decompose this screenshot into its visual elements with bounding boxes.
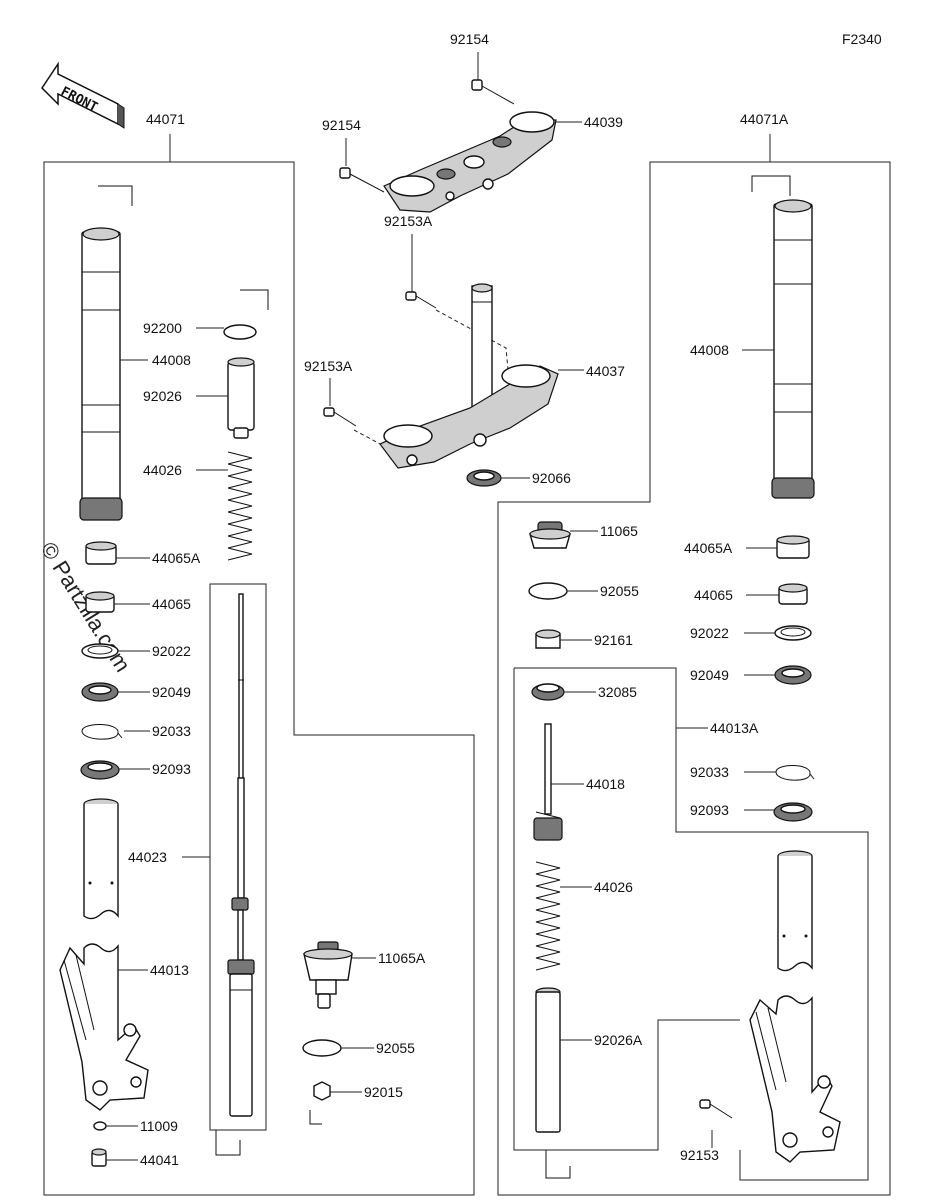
label-44037: 44037 bbox=[586, 363, 625, 379]
label-44071A: 44071A bbox=[740, 111, 789, 127]
seal-92066 bbox=[466, 469, 530, 487]
label-44041: 44041 bbox=[140, 1152, 179, 1168]
washer-92022-right bbox=[744, 625, 812, 641]
gasket-11009 bbox=[93, 1121, 138, 1131]
label-11065: 11065 bbox=[600, 523, 638, 539]
lower-bracket-stem-44037 bbox=[353, 283, 584, 469]
label-92033-right: 92033 bbox=[690, 764, 729, 780]
label-92026A: 92026A bbox=[594, 1032, 643, 1048]
label-92055-right: 92055 bbox=[600, 583, 639, 599]
label-92049-left: 92049 bbox=[152, 684, 191, 700]
label-92022-right: 92022 bbox=[690, 625, 729, 641]
upper-bracket-44039 bbox=[383, 111, 582, 213]
label-92154-left: 92154 bbox=[322, 117, 361, 133]
label-92153: 92153 bbox=[680, 1147, 719, 1163]
nut-32085 bbox=[531, 683, 596, 701]
label-44065-left: 44065 bbox=[152, 596, 191, 612]
label-44065A-left: 44065A bbox=[152, 550, 201, 566]
cap-bolt-11065 bbox=[529, 521, 598, 549]
label-92026: 92026 bbox=[143, 388, 182, 404]
o-ring-92055-left bbox=[302, 1039, 374, 1057]
label-92055-left: 92055 bbox=[376, 1040, 415, 1056]
label-44008-right: 44008 bbox=[690, 342, 729, 358]
right-outer-tube-44008 bbox=[742, 175, 815, 499]
spring-44026-left bbox=[196, 451, 253, 561]
bushing-44065-left bbox=[85, 591, 150, 613]
bolt-92154-top bbox=[471, 79, 515, 105]
label-92153A-left: 92153A bbox=[304, 358, 353, 374]
label-92093-right: 92093 bbox=[690, 802, 729, 818]
right-inner-tube bbox=[749, 850, 841, 1163]
right-fork-frame bbox=[497, 134, 891, 1196]
bushing-44065A-left bbox=[85, 541, 150, 565]
label-92161: 92161 bbox=[594, 632, 633, 648]
left-outer-tube-44008 bbox=[79, 185, 148, 521]
label-92015: 92015 bbox=[364, 1084, 403, 1100]
label-92049-right: 92049 bbox=[690, 667, 729, 683]
collar-92161 bbox=[535, 629, 592, 649]
label-92022-left: 92022 bbox=[152, 643, 191, 659]
label-32085: 32085 bbox=[598, 684, 637, 700]
oil-seal-92049-left bbox=[81, 682, 150, 702]
label-44008-left: 44008 bbox=[152, 352, 191, 368]
adjuster-11065A bbox=[303, 941, 376, 1009]
label-44018: 44018 bbox=[586, 776, 625, 792]
circlip-92033-left bbox=[81, 724, 150, 740]
label-92154-top: 92154 bbox=[450, 31, 489, 47]
front-arrow-icon: FRONT bbox=[41, 61, 125, 129]
oil-seal-92049-right bbox=[744, 665, 812, 685]
collar-92026A bbox=[535, 987, 592, 1179]
bolt-92153A-left bbox=[323, 407, 357, 427]
label-92066: 92066 bbox=[532, 470, 571, 486]
washer-92022-left bbox=[81, 643, 150, 659]
o-ring-92055-right bbox=[528, 582, 598, 600]
circlip-92033-right bbox=[744, 765, 815, 781]
cartridge-44023 bbox=[182, 583, 267, 1156]
label-44065A-right: 44065A bbox=[684, 540, 733, 556]
label-92033-left: 92033 bbox=[152, 723, 191, 739]
bolt-92154-left bbox=[339, 167, 385, 193]
dust-seal-92093-left bbox=[80, 760, 150, 780]
label-44026-right: 44026 bbox=[594, 879, 633, 895]
right-inner-tube-frame-44013A bbox=[513, 667, 869, 1181]
label-44023: 44023 bbox=[128, 849, 167, 865]
label-44065-right: 44065 bbox=[694, 587, 733, 603]
nut-92015 bbox=[309, 1081, 362, 1125]
label-92200: 92200 bbox=[143, 320, 182, 336]
collar-92026 bbox=[196, 357, 255, 439]
label-44026-left: 44026 bbox=[143, 462, 182, 478]
label-92093-left: 92093 bbox=[152, 761, 191, 777]
label-92153A-top: 92153A bbox=[384, 213, 433, 229]
bolt-92153A-top bbox=[405, 291, 437, 309]
diagram-code: F2340 bbox=[842, 31, 882, 47]
label-44013: 44013 bbox=[150, 962, 189, 978]
bushing-44065A-right bbox=[746, 535, 810, 559]
bushing-44065-right bbox=[746, 583, 808, 605]
label-11065A: 11065A bbox=[378, 950, 426, 966]
bolt-44041 bbox=[91, 1148, 138, 1167]
spring-44026-right bbox=[535, 861, 592, 971]
left-inner-tube-44013 bbox=[59, 798, 149, 1111]
washer-92200 bbox=[196, 289, 269, 340]
dust-seal-92093-right bbox=[744, 802, 813, 822]
left-fork-frame bbox=[43, 134, 475, 1196]
label-44039: 44039 bbox=[584, 114, 623, 130]
bolt-92153 bbox=[699, 1099, 733, 1148]
damper-rod-44018 bbox=[533, 723, 584, 841]
label-44071: 44071 bbox=[146, 111, 185, 127]
label-44013A: 44013A bbox=[710, 720, 759, 736]
label-11009: 11009 bbox=[140, 1118, 178, 1134]
